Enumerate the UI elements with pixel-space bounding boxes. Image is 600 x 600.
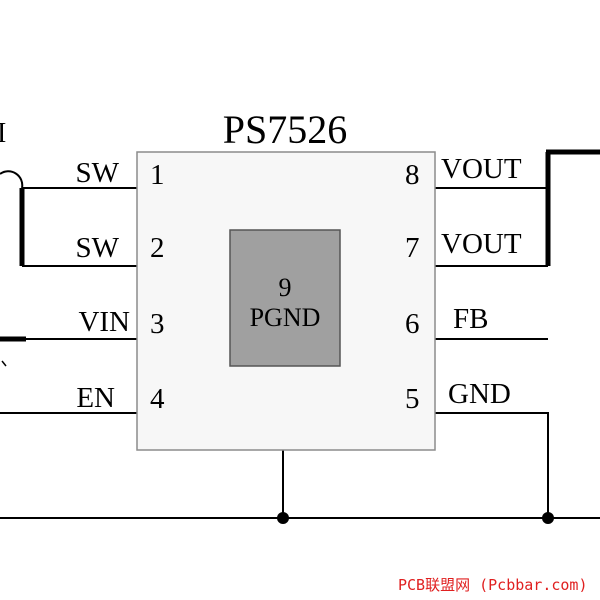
fragment-label: I <box>0 118 6 149</box>
pin-number-5: 5 <box>405 383 420 415</box>
watermark: PCB联盟网 (Pcbbar.com) <box>398 576 588 594</box>
pin-label-5: GND <box>448 378 511 410</box>
part-number: PS7526 <box>223 107 348 152</box>
pin-label-6: FB <box>453 303 488 335</box>
pin-number-4: 4 <box>150 383 165 415</box>
pin-label-7: VOUT <box>441 228 522 260</box>
pad-number: 9 <box>279 273 292 302</box>
pin-label-2: SW <box>76 232 120 264</box>
pin-number-3: 3 <box>150 308 165 340</box>
wire-fragment <box>1 360 7 367</box>
pad-label: PGND <box>250 303 321 332</box>
pin-label-3: VIN <box>78 306 130 338</box>
inductor-arc <box>0 170 24 189</box>
pin-number-6: 6 <box>405 308 420 340</box>
pin-label-8: VOUT <box>441 153 522 185</box>
pin-label-4: EN <box>76 382 115 414</box>
junction-dot <box>277 512 289 524</box>
pin-number-8: 8 <box>405 159 420 191</box>
pin-number-7: 7 <box>405 232 420 264</box>
pin-number-1: 1 <box>150 159 165 191</box>
pin-number-2: 2 <box>150 232 165 264</box>
pin-label-1: SW <box>76 157 120 189</box>
wire-gnd <box>435 412 549 518</box>
junction-dot <box>542 512 554 524</box>
wire-vout-bus <box>545 149 600 266</box>
exposed-pad <box>229 229 341 367</box>
